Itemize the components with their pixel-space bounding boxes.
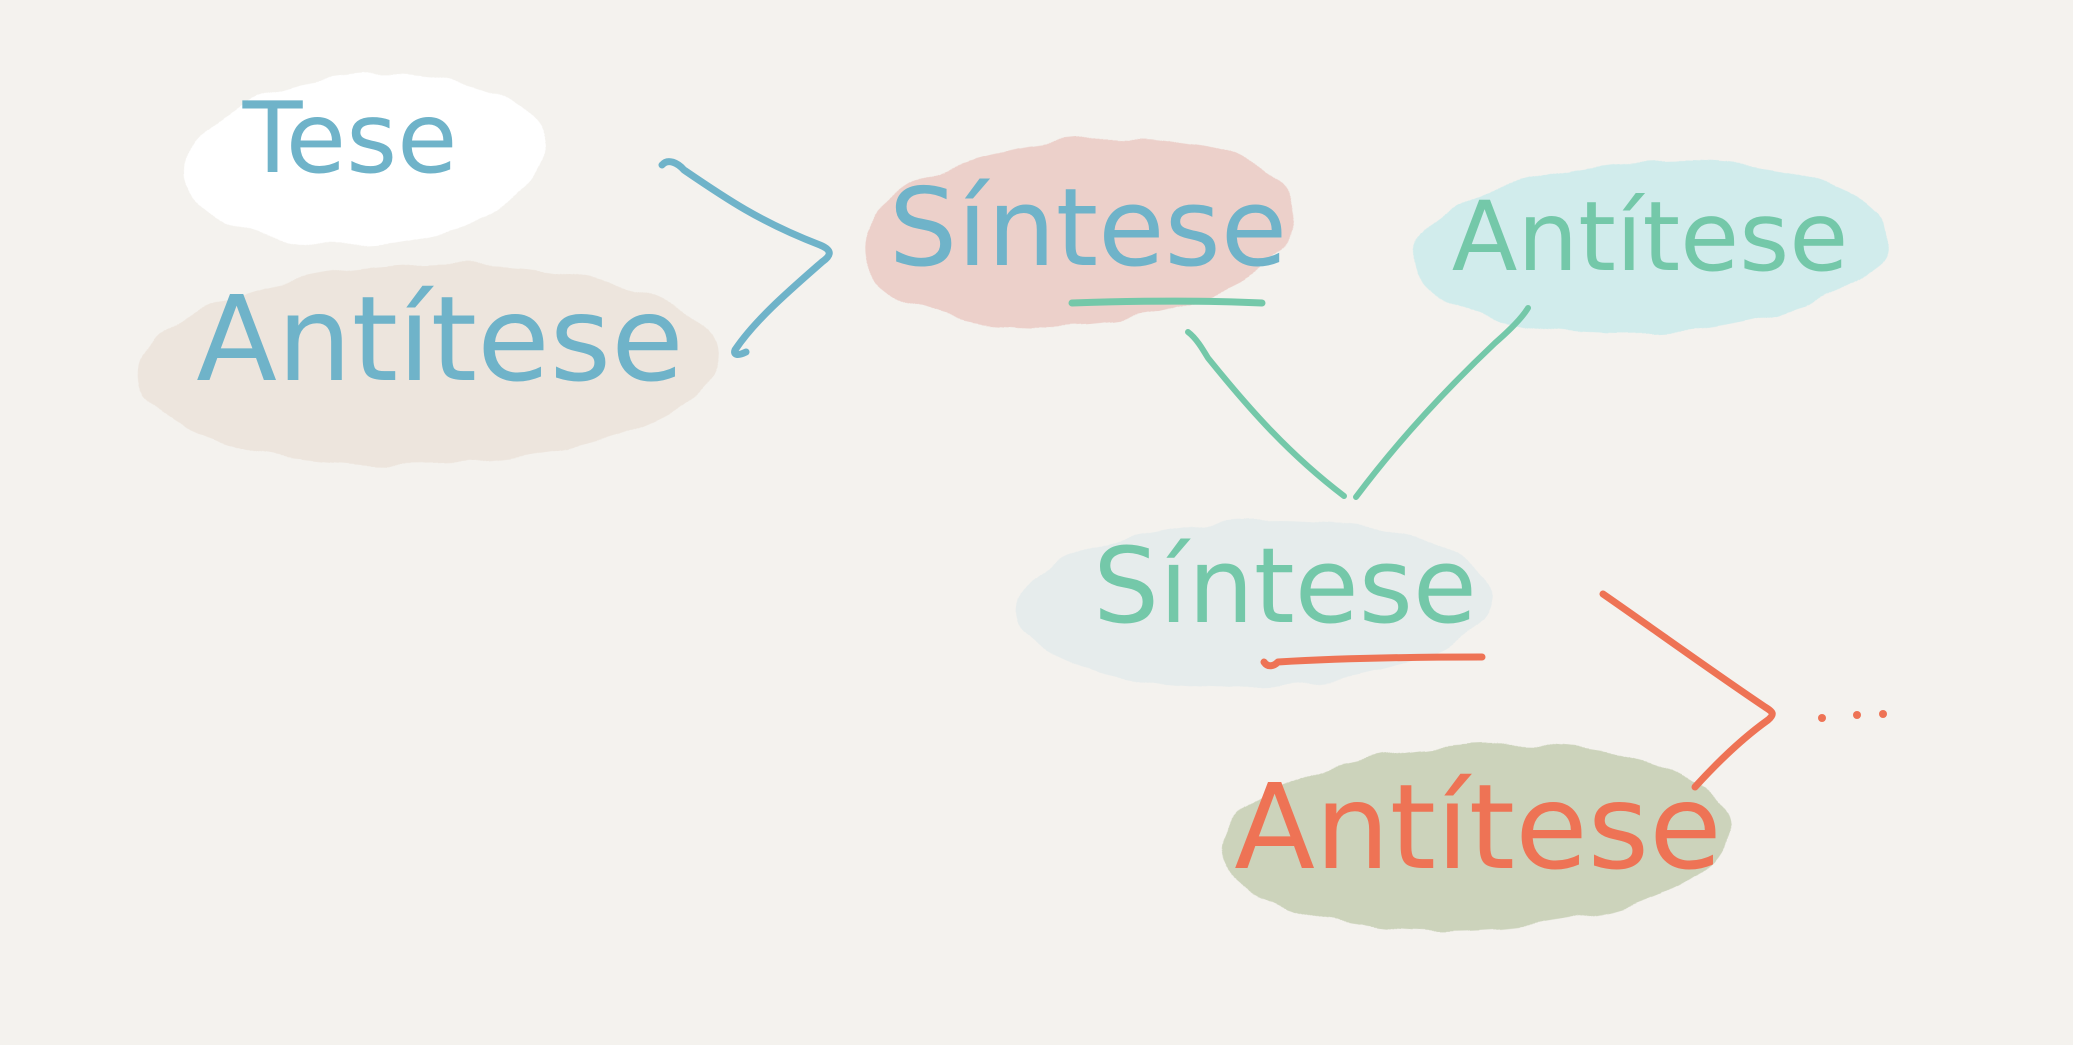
- tese-label: Tese: [242, 82, 458, 196]
- antitese-1-bubble: [138, 264, 718, 466]
- antitese-2-bubble: [1413, 161, 1887, 335]
- antitese-1-label: Antítese: [196, 270, 684, 408]
- continue-arrow-orange: [1599, 590, 1776, 791]
- labels: Tese Antítese Síntese Antítese Síntese A…: [196, 82, 1872, 896]
- continuation-text: ...: [1870, 729, 1872, 731]
- bubbles: [138, 74, 1887, 932]
- antitese-3-label: Antítese: [1234, 758, 1722, 896]
- antitese-2-label: Antítese: [1452, 181, 1849, 293]
- sintese-1-bubble: [862, 138, 1298, 326]
- continuation-dot-1: [1818, 714, 1826, 722]
- connectors: [658, 158, 1887, 791]
- continuation-dot-2: [1853, 711, 1861, 719]
- sintese-2-label: Síntese: [1093, 525, 1477, 647]
- sintese-2-bubble: [1017, 519, 1493, 689]
- sintese-2-underline: [1260, 653, 1486, 670]
- antitese-3-bubble: [1219, 744, 1729, 932]
- sintese-1-label: Síntese: [889, 166, 1288, 291]
- merge-arrow-green: [1185, 305, 1531, 500]
- tese-bubble: [183, 74, 547, 246]
- continuation-dot-3: [1879, 710, 1887, 718]
- sintese-1-underline: [1068, 297, 1266, 307]
- merge-arrow-blue: [658, 158, 833, 358]
